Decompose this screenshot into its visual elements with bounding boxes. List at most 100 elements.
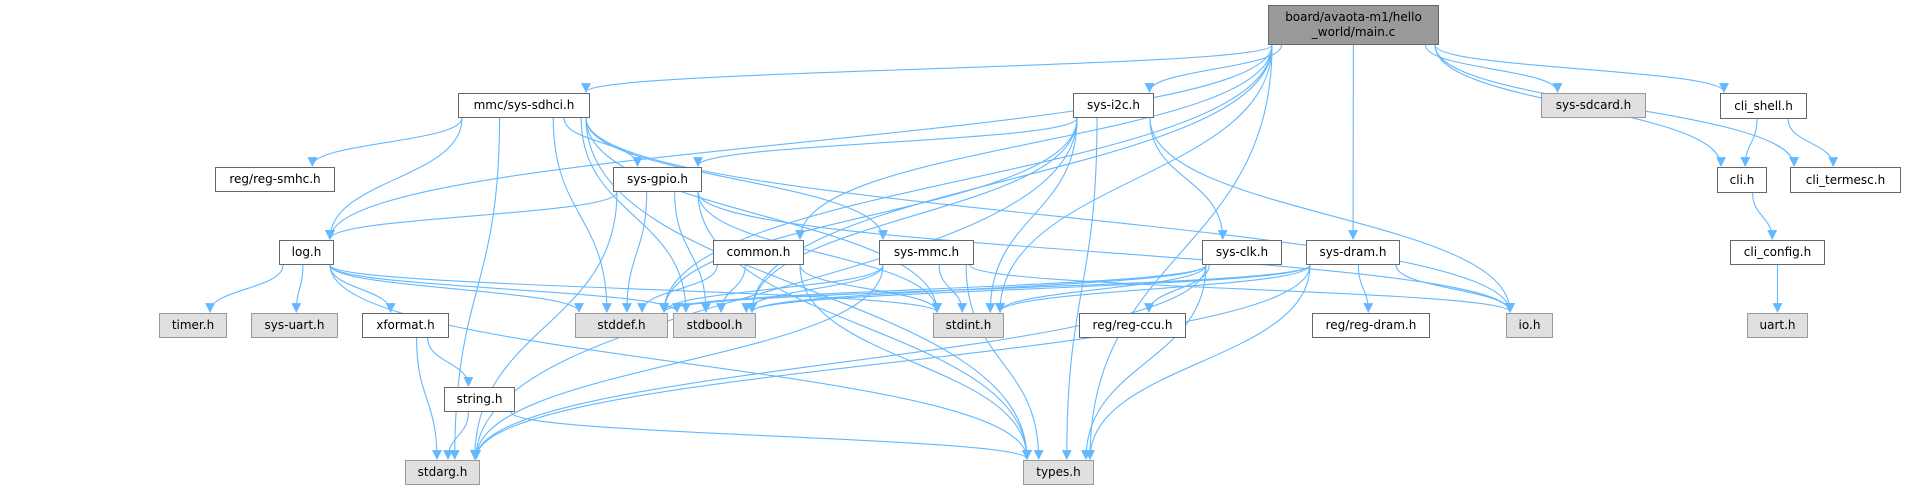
edge-clishell-to-termesc [1787, 118, 1839, 167]
node-stdarg: stdarg.h [405, 460, 480, 485]
edge-gpio-to-stddef [621, 191, 648, 313]
node-label: stdarg.h [417, 465, 468, 479]
edge-i2c-to-io [1149, 117, 1515, 313]
node-label: cli.h [1729, 172, 1755, 187]
edge-log-to-stdint [329, 264, 942, 313]
edge-sdhci-to-stdint [585, 117, 942, 313]
node-regdram[interactable]: reg/reg-dram.h [1312, 313, 1430, 338]
edge-log-to-timer [205, 264, 284, 313]
node-label: stdbool.h [686, 318, 743, 332]
node-uartsys: sys-uart.h [251, 313, 338, 338]
node-log[interactable]: log.h [279, 240, 334, 265]
edge-clk-to-ccu [1144, 264, 1210, 313]
edge-clk-to-types [1081, 264, 1207, 460]
edge-sdhci-to-log [325, 117, 463, 240]
edge-mmc-to-stddef [659, 264, 884, 313]
node-i2c[interactable]: sys-i2c.h [1073, 93, 1154, 118]
edge-string-to-stdarg [443, 411, 469, 460]
edge-gpio-to-log [325, 191, 618, 240]
edge-sdhci-to-mmc [585, 117, 888, 240]
node-cliconfig[interactable]: cli_config.h [1730, 240, 1825, 265]
node-xformat[interactable]: xformat.h [362, 313, 449, 338]
node-timer: timer.h [159, 313, 227, 338]
node-label: stdint.h [945, 318, 992, 332]
edge-i2c-to-clk [1149, 117, 1228, 240]
edge-cli-to-cliconfig [1752, 192, 1778, 240]
node-clishell[interactable]: cli_shell.h [1720, 93, 1807, 119]
edge-mmc-to-stdint [938, 264, 968, 313]
node-label: sys-uart.h [264, 318, 325, 332]
node-stddef: stddef.h [575, 313, 668, 338]
node-label: mmc/sys-sdhci.h [473, 98, 575, 112]
node-gpio[interactable]: sys-gpio.h [613, 167, 702, 192]
node-stdbool: stdbool.h [673, 313, 756, 338]
edge-mmc-to-stdarg [471, 264, 884, 460]
edge-dram-to-regdram [1357, 264, 1374, 313]
edge-gpio-to-stdbool [674, 191, 711, 313]
node-label: sys-dram.h [1319, 245, 1387, 259]
edge-clk-to-stddef [659, 264, 1207, 313]
edge-sdhci-to-stdbool [580, 117, 691, 313]
node-main: board/avaota-m1/hello _world/main.c [1268, 5, 1439, 45]
node-label: cli_termesc.h [1805, 172, 1886, 187]
node-label: sys-i2c.h [1087, 98, 1140, 112]
edge-common-to-stdint [799, 264, 942, 313]
node-label: stddef.h [597, 318, 646, 332]
edge-main-to-sdhci [581, 44, 1273, 93]
edge-xformat-to-stdarg [416, 337, 442, 460]
edge-dram-to-io [1395, 264, 1515, 313]
edge-main-to-stdint [995, 44, 1273, 313]
node-sdhci[interactable]: mmc/sys-sdhci.h [458, 93, 590, 118]
edge-sdhci-to-stddef [552, 117, 612, 313]
edge-dram-to-stdarg [471, 264, 1311, 460]
edge-sdhci-to-types [585, 117, 1032, 460]
edge-log-to-xformat [329, 264, 396, 313]
node-label: sys-mmc.h [893, 245, 960, 259]
edge-sdhci-to-io [585, 117, 1515, 313]
edge-i2c-to-stddef [659, 117, 1078, 313]
node-stdint: stdint.h [933, 313, 1004, 338]
node-sdcard: sys-sdcard.h [1541, 93, 1646, 118]
node-clk[interactable]: sys-clk.h [1202, 240, 1282, 265]
node-label: uart.h [1759, 318, 1796, 332]
edge-dram-to-stdbool [747, 264, 1311, 313]
node-label: sys-sdcard.h [1555, 98, 1632, 112]
edge-sdhci-to-smhc [307, 117, 463, 167]
node-label: log.h [291, 245, 322, 259]
node-label: board/avaota-m1/hello _world/main.c [1285, 10, 1422, 39]
edge-main-to-stddef [659, 44, 1273, 313]
edge-xformat-to-string [427, 337, 474, 387]
node-smhc[interactable]: reg/reg-smhc.h [215, 167, 335, 192]
edge-main-to-i2c [1144, 44, 1283, 93]
edge-common-to-stddef [637, 264, 718, 313]
edge-clk-to-stdarg [471, 264, 1207, 460]
node-label: reg/reg-dram.h [1325, 318, 1417, 332]
edge-sdhci-to-gpio [563, 117, 643, 167]
node-cli[interactable]: cli.h [1717, 167, 1767, 193]
edge-dram-to-stddef [659, 264, 1311, 313]
node-label: string.h [456, 392, 503, 406]
node-label: sys-clk.h [1215, 245, 1269, 259]
edge-main-to-common [795, 44, 1273, 240]
node-uart: uart.h [1747, 313, 1808, 338]
node-ccu[interactable]: reg/reg-ccu.h [1079, 313, 1186, 338]
node-label: cli_config.h [1743, 245, 1812, 259]
edge-clishell-to-cli [1740, 118, 1758, 167]
edge-log-to-uartsys [291, 264, 304, 313]
node-label: cli_shell.h [1734, 98, 1793, 113]
node-string[interactable]: string.h [444, 387, 515, 412]
node-label: timer.h [171, 318, 215, 332]
edge-main-to-types [1085, 44, 1273, 460]
node-termesc[interactable]: cli_termesc.h [1790, 167, 1901, 193]
node-label: xformat.h [376, 318, 435, 332]
node-common[interactable]: common.h [713, 240, 804, 265]
edge-dram-to-stdint [995, 264, 1311, 313]
node-label: reg/reg-smhc.h [229, 172, 321, 186]
edge-dram-to-types [1085, 264, 1311, 460]
edge-main-to-sdcard [1424, 44, 1563, 93]
node-dram[interactable]: sys-dram.h [1306, 240, 1400, 265]
node-label: types.h [1036, 465, 1081, 479]
edge-main-to-stdbool [747, 44, 1273, 313]
node-mmc[interactable]: sys-mmc.h [879, 240, 974, 265]
